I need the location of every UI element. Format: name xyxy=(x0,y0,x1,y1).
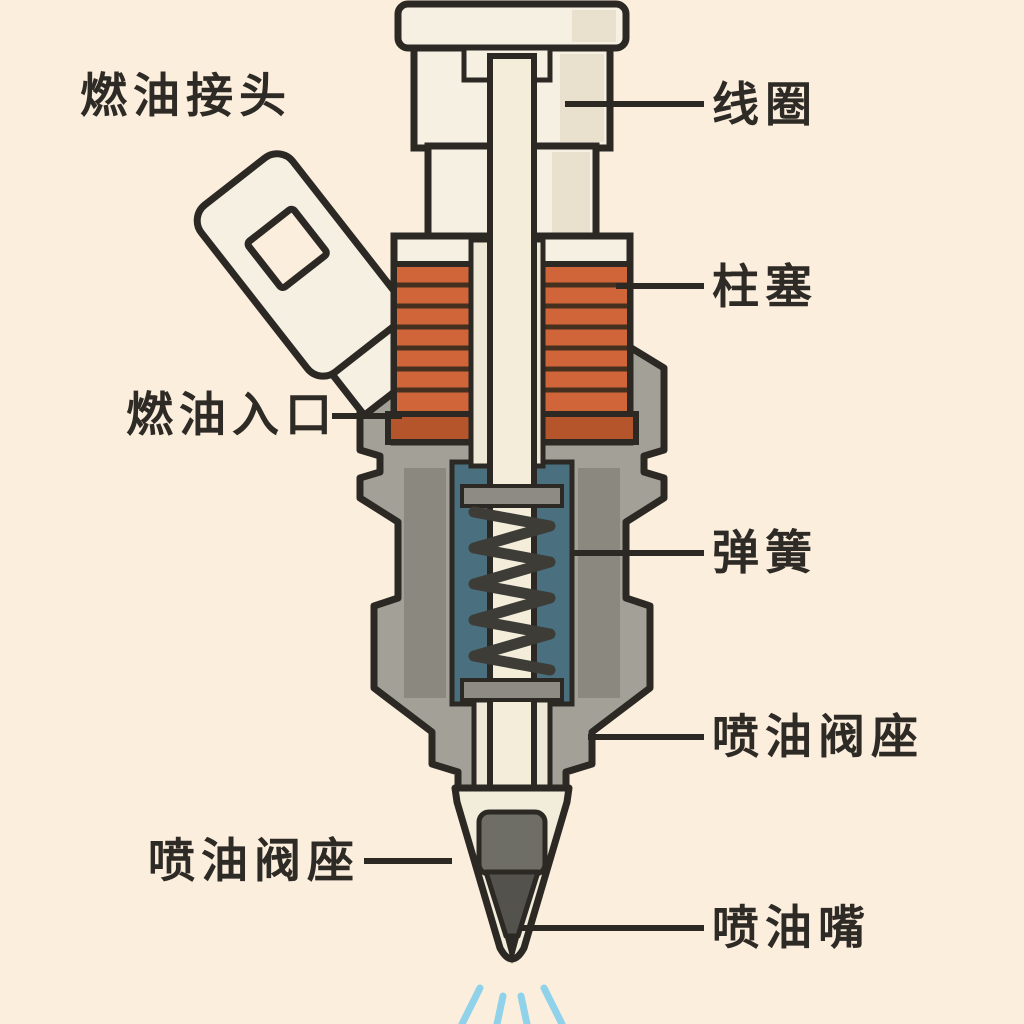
plunger-rod xyxy=(487,53,537,823)
label-fuel-connector: 燃油接头 xyxy=(80,69,292,122)
spring-top-seat xyxy=(460,484,564,508)
housing-upper-shade xyxy=(560,54,604,142)
spring-coil xyxy=(468,506,556,676)
label-valve-seat-left: 喷油阀座 xyxy=(148,834,360,887)
nozzle-assembly xyxy=(451,784,573,964)
label-valve-seat-right: 喷油阀座 xyxy=(712,710,924,763)
label-plunger: 柱塞 xyxy=(712,260,818,313)
label-fuel-inlet: 燃油入口 xyxy=(126,388,338,441)
spring-bottom-seat xyxy=(460,678,564,702)
fuel-spray xyxy=(458,984,566,1024)
body-shade-right xyxy=(578,468,620,698)
nozzle-tip xyxy=(504,934,520,964)
label-coil: 线圈 xyxy=(712,78,818,131)
nozzle-cap xyxy=(476,809,548,877)
connector-hole xyxy=(244,205,330,291)
label-nozzle: 喷油嘴 xyxy=(712,901,871,954)
body-shade-left xyxy=(404,468,446,698)
leader-lines xyxy=(332,101,704,931)
top-cap-shade xyxy=(572,10,616,42)
label-spring: 弹簧 xyxy=(712,526,818,579)
housing-mid-shade xyxy=(552,152,590,234)
spring-assembly xyxy=(460,484,564,702)
